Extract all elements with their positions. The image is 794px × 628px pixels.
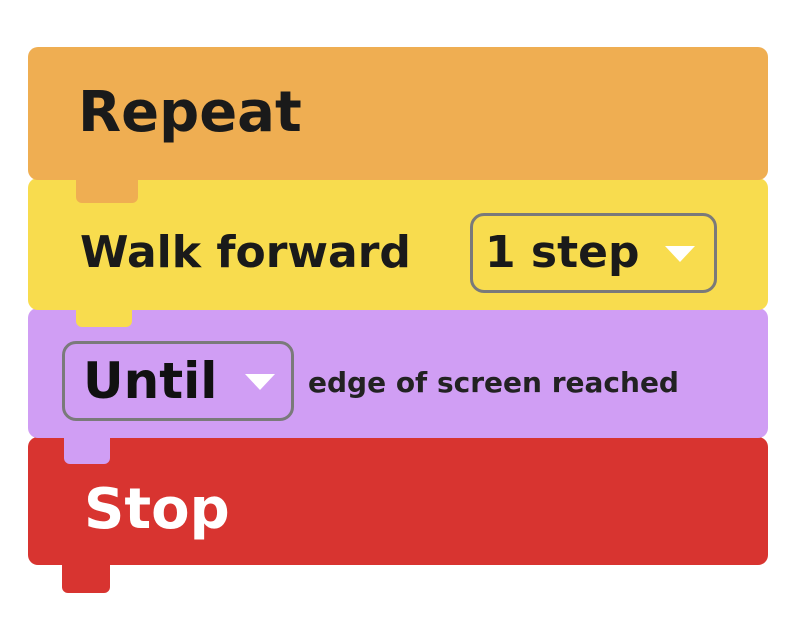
repeat-block[interactable] bbox=[28, 47, 768, 180]
stop-label: Stop bbox=[84, 477, 230, 542]
repeat-block-connector bbox=[76, 175, 138, 203]
until-dropdown[interactable]: Until bbox=[62, 341, 294, 421]
step-dropdown-value: 1 step bbox=[485, 227, 640, 278]
stop-block-connector bbox=[62, 560, 110, 593]
stop-block[interactable] bbox=[28, 437, 768, 565]
triangle-down-icon bbox=[665, 246, 695, 262]
step-dropdown[interactable]: 1 step bbox=[470, 213, 717, 293]
until-dropdown-value: Until bbox=[83, 352, 218, 410]
walk-forward-block-connector bbox=[76, 305, 132, 327]
repeat-label: Repeat bbox=[78, 80, 302, 145]
triangle-down-icon bbox=[245, 374, 275, 390]
until-condition-text: edge of screen reached bbox=[308, 366, 679, 399]
walk-forward-label: Walk forward bbox=[80, 227, 411, 278]
until-block-connector bbox=[64, 434, 110, 464]
